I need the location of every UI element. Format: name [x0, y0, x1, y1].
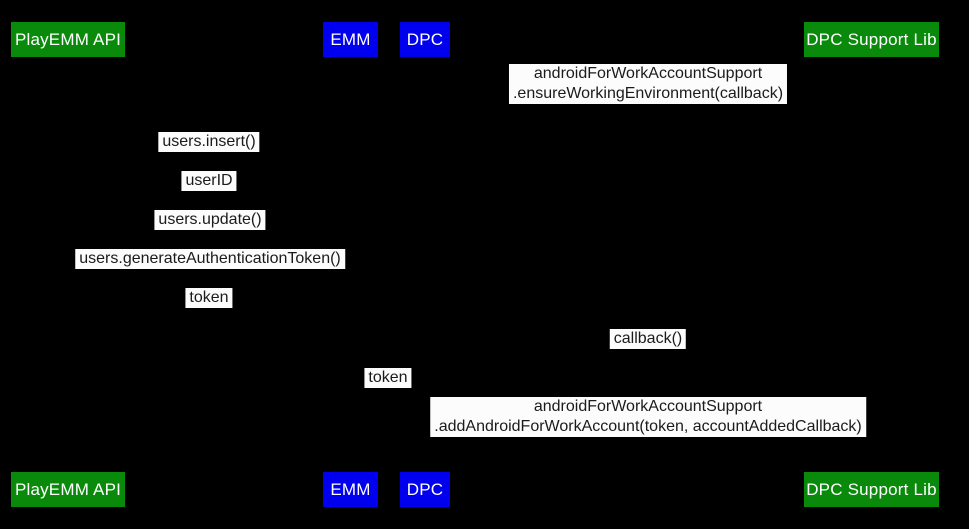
actor-playemm-api-bottom: PlayEMM API: [11, 472, 125, 507]
actor-label: DPC: [406, 479, 444, 499]
message-line: token: [368, 369, 408, 386]
message-line: users.insert(): [162, 133, 256, 150]
message-add-android-for-work-account: androidForWorkAccountSupport .addAndroid…: [430, 397, 866, 437]
actor-dpc-support-lib-bottom: DPC Support Lib: [804, 472, 939, 507]
message-line: androidForWorkAccountSupport: [533, 65, 763, 82]
actor-dpc-bottom: DPC: [400, 472, 450, 507]
actor-emm-bottom: EMM: [323, 472, 378, 507]
actor-dpc-top: DPC: [400, 22, 450, 57]
actor-label: PlayEMM API: [14, 479, 122, 499]
message-line: androidForWorkAccountSupport: [533, 398, 763, 415]
actor-label: DPC: [406, 29, 444, 49]
actor-label: EMM: [330, 29, 371, 49]
message-users-insert: users.insert(): [158, 132, 260, 152]
message-line: users.generateAuthenticationToken(): [79, 250, 341, 267]
message-line: users.update(): [158, 211, 262, 228]
message-user-id: userID: [181, 171, 237, 191]
actor-dpc-support-lib-top: DPC Support Lib: [804, 22, 939, 57]
message-callback: callback(): [609, 329, 687, 349]
actor-emm-top: EMM: [323, 22, 378, 57]
message-line: .ensureWorkingEnvironment(callback): [512, 85, 784, 102]
message-users-update: users.update(): [154, 210, 266, 230]
message-line: token: [189, 289, 229, 306]
actor-label: DPC Support Lib: [806, 29, 937, 49]
message-token-emm-to-dpc: token: [364, 368, 412, 388]
message-ensure-working-environment: androidForWorkAccountSupport .ensureWork…: [508, 64, 788, 104]
message-line: callback(): [613, 330, 683, 347]
message-token-return: token: [185, 288, 233, 308]
actor-label: PlayEMM API: [14, 29, 122, 49]
message-line: .addAndroidForWorkAccount(token, account…: [434, 418, 862, 435]
message-line: userID: [185, 172, 233, 189]
actor-playemm-api-top: PlayEMM API: [11, 22, 125, 57]
actor-label: DPC Support Lib: [806, 479, 937, 499]
actor-label: EMM: [330, 479, 371, 499]
message-users-generate-authentication-token: users.generateAuthenticationToken(): [75, 249, 345, 269]
